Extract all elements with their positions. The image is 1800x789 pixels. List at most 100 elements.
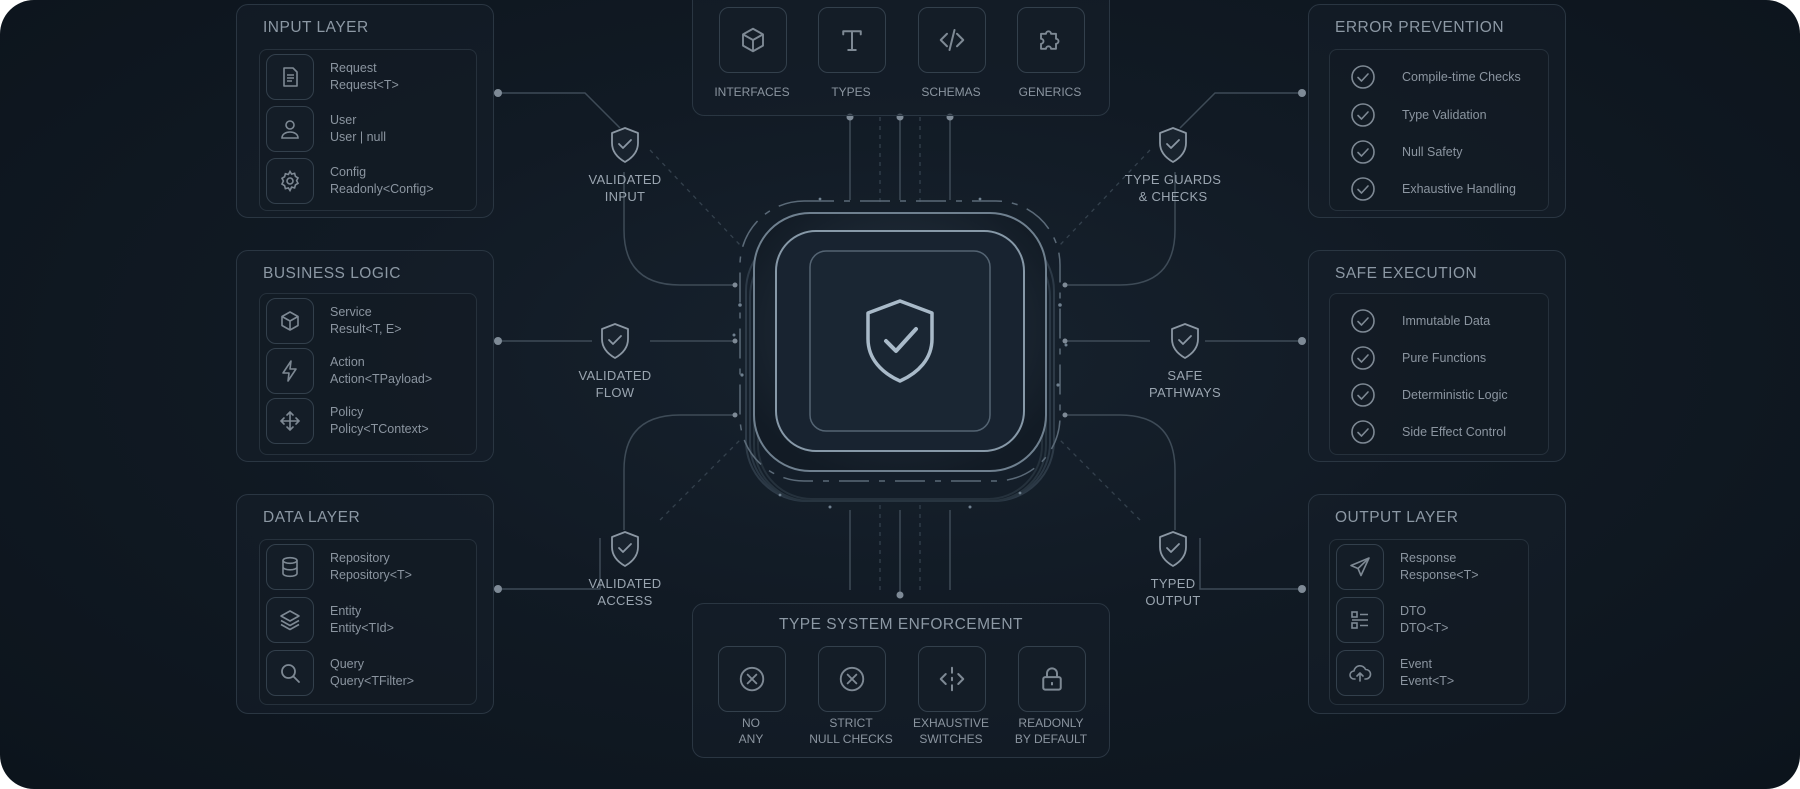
item-type: DTO<T> <box>1400 621 1449 635</box>
send-icon <box>1336 544 1384 590</box>
badge-line2: PATHWAYS <box>1149 385 1221 400</box>
item-name: Entity <box>330 604 362 618</box>
tile-label-line1: EXHAUSTIVE <box>912 716 990 730</box>
badge-line1: TYPE GUARDS <box>1124 172 1222 187</box>
shield-check-icon <box>1159 531 1187 567</box>
item-label: Compile-time Checks <box>1402 70 1521 84</box>
tile-label: INTERFACES <box>714 85 790 99</box>
check-circle-icon <box>1351 103 1375 127</box>
check-circle-icon <box>1351 309 1375 333</box>
item-type: Readonly<Config> <box>330 182 434 196</box>
shield-check-icon <box>1159 127 1187 163</box>
safe-execution-list: Immutable Data Pure Functions Determinis… <box>1329 293 1549 455</box>
circle-x-icon <box>718 646 786 712</box>
item-name: Service <box>330 305 372 319</box>
item-name: Query <box>330 657 365 671</box>
database-icon <box>266 544 314 590</box>
cube-icon <box>719 7 787 73</box>
badge-line1: TYPED <box>1150 576 1196 591</box>
lightning-icon <box>266 348 314 394</box>
item-type: Entity<TId> <box>330 621 394 635</box>
badge-line2: & CHECKS <box>1138 189 1208 204</box>
check-circle-icon <box>1351 140 1375 164</box>
puzzle-icon <box>1017 7 1085 73</box>
item-label: Null Safety <box>1402 145 1463 159</box>
tile-label-line2: BY DEFAULT <box>1014 731 1088 746</box>
item-type: Query<TFilter> <box>330 674 415 688</box>
panel-title: TYPE SYSTEM ENFORCEMENT <box>778 616 1024 633</box>
layers-icon <box>266 597 314 643</box>
item-name: Response <box>1400 551 1457 565</box>
lock-icon <box>1018 646 1086 712</box>
badge-line1: VALIDATED <box>588 172 662 187</box>
item-name: Config <box>330 165 367 179</box>
item-type: Response<T> <box>1400 568 1479 582</box>
error-prevention-panel: ERROR PREVENTION Compile-time Checks Typ… <box>1308 4 1566 218</box>
split-arrows-icon <box>918 646 986 712</box>
badge-line1: SAFE <box>1167 368 1203 383</box>
item-name: Repository <box>330 551 390 565</box>
badge-line2: ACCESS <box>597 593 653 608</box>
text-type-icon <box>818 7 886 73</box>
item-name: Request <box>330 61 377 75</box>
tile-label: GENERICS <box>1018 85 1082 99</box>
item-label: Immutable Data <box>1402 314 1491 328</box>
badge-line2: INPUT <box>604 189 646 204</box>
document-icon <box>266 54 314 100</box>
type-building-blocks-panel: INTERFACES TYPES SCHEMAS GENERICS <box>692 0 1110 116</box>
check-circle-icon <box>1351 383 1375 407</box>
item-name: Policy <box>330 405 364 419</box>
item-type: Action<TPayload> <box>330 372 433 386</box>
item-label: Exhaustive Handling <box>1402 182 1516 196</box>
tile-label-line1: READONLY <box>1018 716 1084 730</box>
item-name: DTO <box>1400 604 1427 618</box>
panel-title: BUSINESS LOGIC <box>263 265 401 282</box>
check-circle-icon <box>1351 65 1375 89</box>
badge-line1: VALIDATED <box>588 576 662 591</box>
shield-check-icon <box>866 299 934 383</box>
badge-line1: VALIDATED <box>578 368 652 383</box>
item-name: User <box>330 113 357 127</box>
panel-title: DATA LAYER <box>263 509 361 526</box>
badge-validated-input: VALIDATED INPUT <box>560 126 690 216</box>
error-prevention-list: Compile-time Checks Type Validation Null… <box>1329 49 1549 211</box>
item-type: User | null <box>330 130 387 144</box>
item-label: Deterministic Logic <box>1402 388 1508 402</box>
check-circle-icon <box>1351 420 1375 444</box>
item-type: Repository<T> <box>330 568 412 582</box>
item-type: Event<T> <box>1400 674 1455 688</box>
tile-label-line2: NULL CHECKS <box>809 731 893 746</box>
tile-label-line2: ANY <box>738 731 764 746</box>
badge-safe-pathways: SAFE PATHWAYS <box>1120 322 1250 412</box>
tile-label-line2: SWITCHES <box>919 731 983 746</box>
item-label: Side Effect Control <box>1402 425 1506 439</box>
check-circle-icon <box>1351 177 1375 201</box>
panel-title: ERROR PREVENTION <box>1335 19 1505 36</box>
shield-check-icon <box>611 531 639 567</box>
cloud-upload-icon <box>1336 650 1384 696</box>
code-icon <box>918 7 986 73</box>
panel-title: SAFE EXECUTION <box>1335 265 1478 282</box>
item-name: Event <box>1400 657 1432 671</box>
